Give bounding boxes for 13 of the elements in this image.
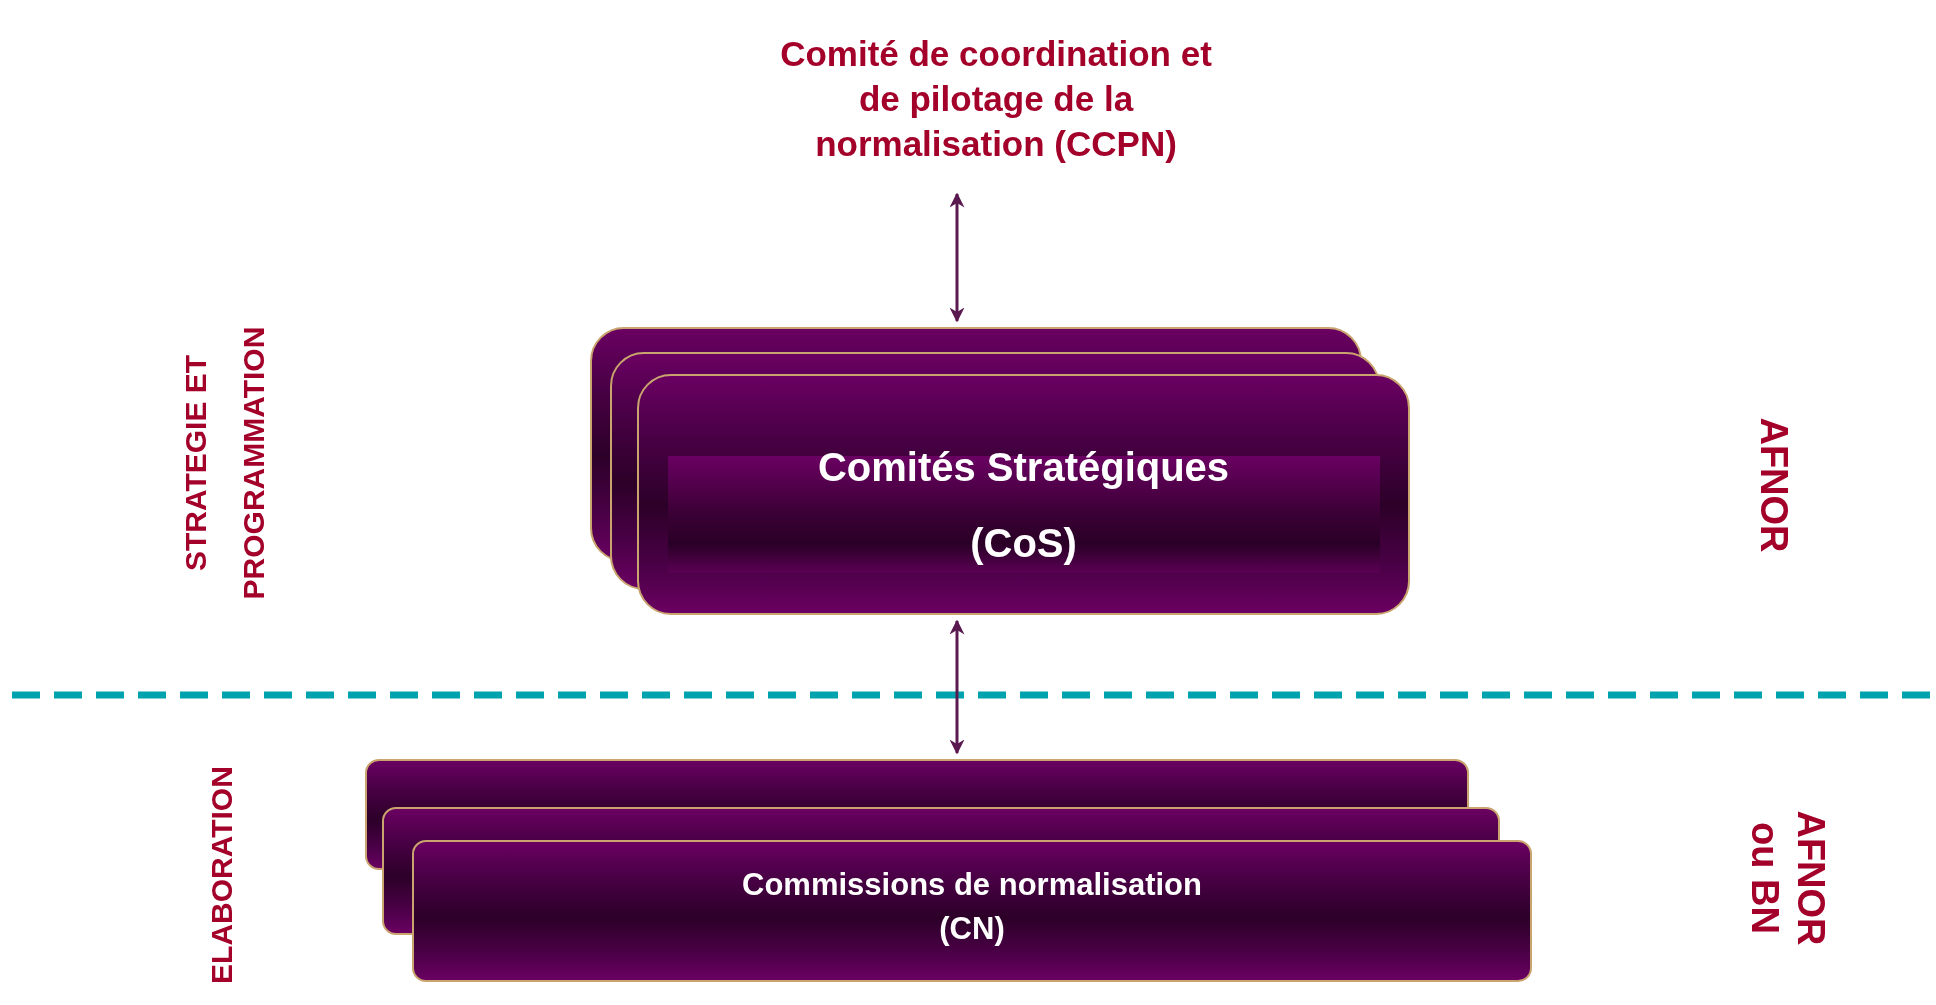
- section-label: AFNOR ou BN: [1743, 809, 1833, 948]
- committee-name: Comités Stratégiques: [817, 443, 1230, 491]
- committee-abbreviation: (CN): [939, 910, 1005, 948]
- card-stack: [365, 759, 1532, 982]
- committee-name: Commissions de normalisation: [742, 866, 1202, 904]
- card-stack: [590, 327, 1410, 615]
- committee-abbreviation: (CoS): [970, 519, 1077, 567]
- double-arrow: [949, 619, 965, 755]
- section-label: AFNOR: [1752, 416, 1796, 555]
- section-label: STRATEGIE ET PROGRAMMATION: [178, 325, 271, 602]
- section-label: ELABORATION: [204, 765, 239, 986]
- committee-title: Comité de coordination et de pilotage de la normalisation (CCPN): [779, 32, 1213, 165]
- double-arrow: [949, 192, 965, 323]
